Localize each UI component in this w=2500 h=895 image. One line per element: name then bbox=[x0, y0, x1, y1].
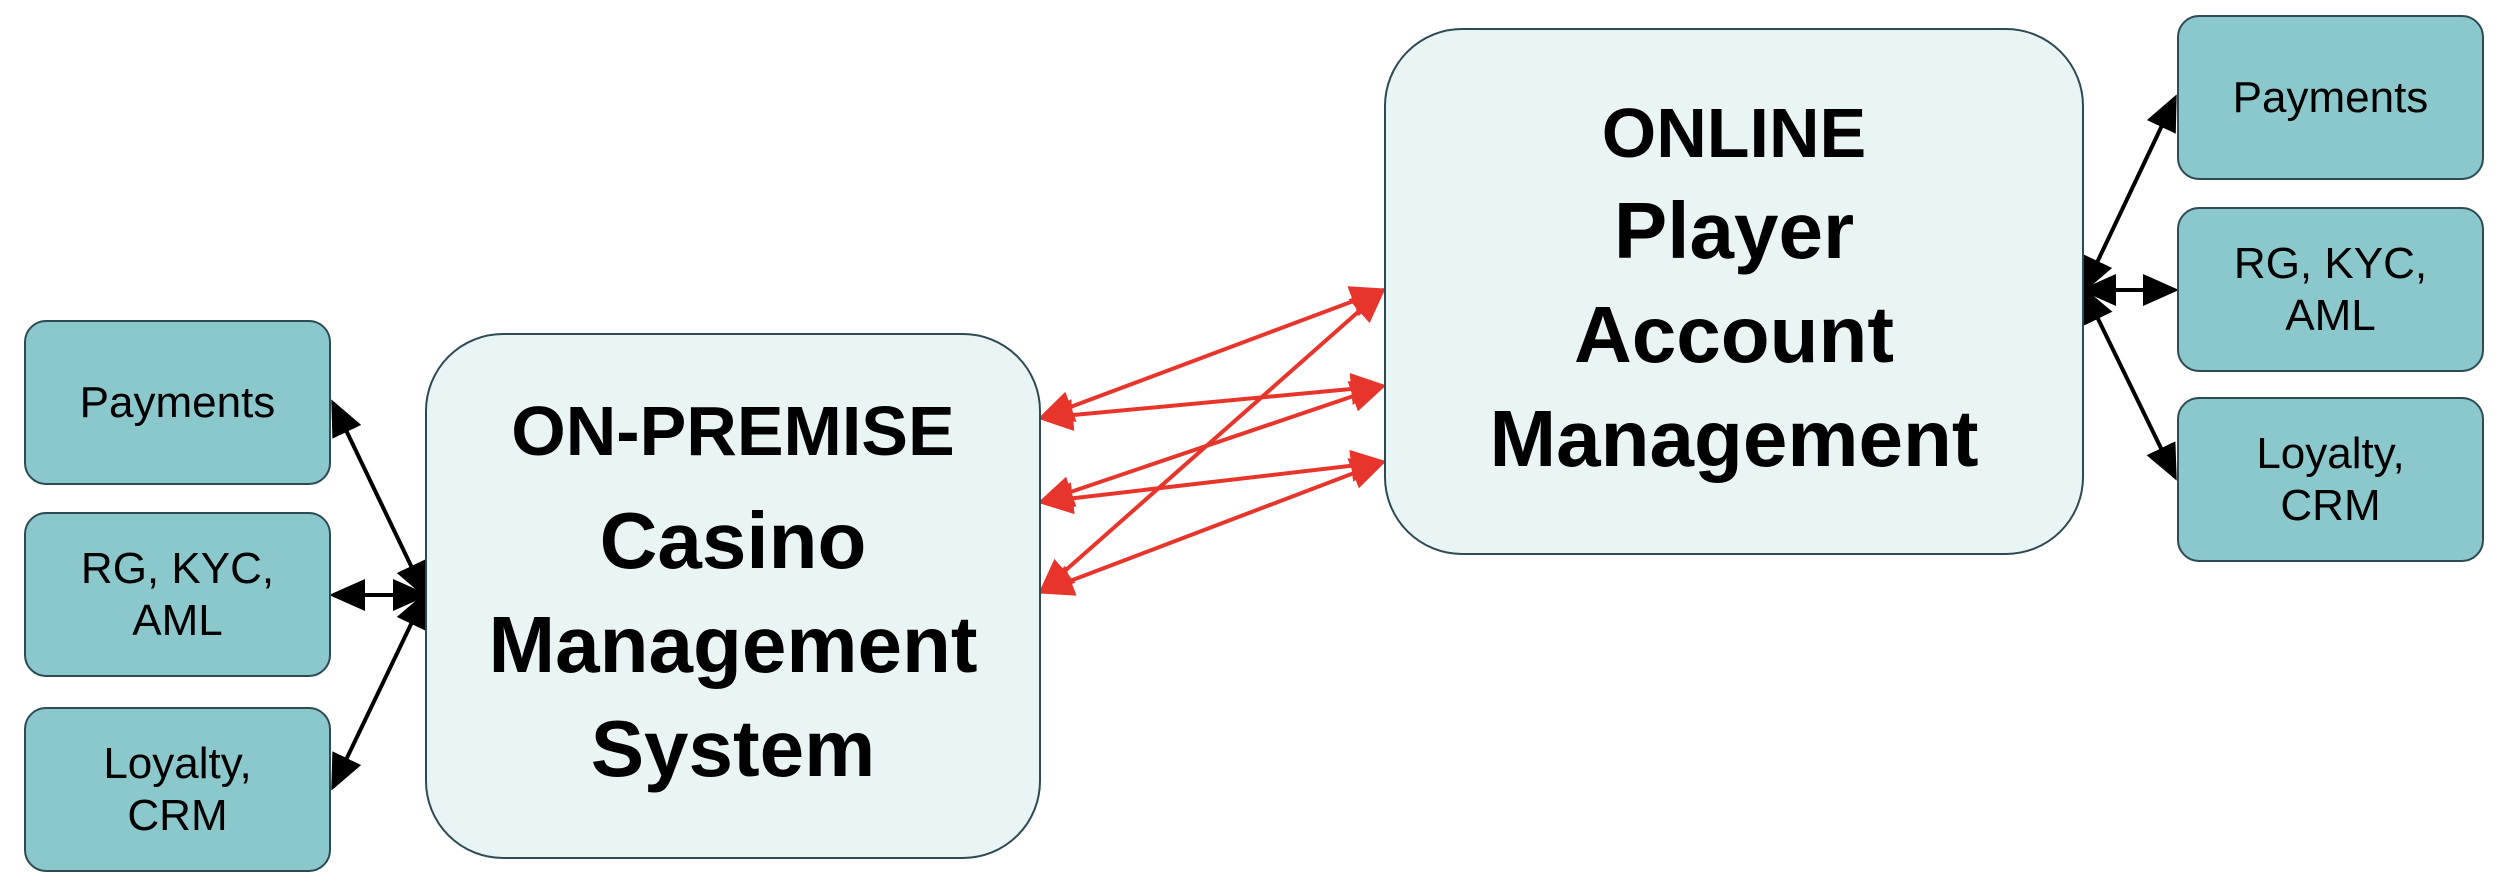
on-premise-loyalty-crm-label: Loyalty, CRM bbox=[103, 738, 252, 840]
online-rg-kyc-aml-label: RG, KYC, AML bbox=[2233, 238, 2428, 340]
integration-arrow-6 bbox=[1038, 287, 1386, 595]
integration-arrow-4 bbox=[1037, 449, 1387, 515]
integration-arrow-2 bbox=[1037, 373, 1387, 431]
player-account-management-title: Player Account Management bbox=[1489, 185, 1979, 483]
online-loyalty-crm-box: Loyalty, CRM bbox=[2177, 397, 2484, 562]
arrow-cms-payments bbox=[331, 399, 427, 599]
casino-management-system-title: Casino Management System bbox=[488, 496, 978, 793]
on-premise-payments-label: Payments bbox=[79, 377, 276, 427]
online-payments-label: Payments bbox=[2232, 72, 2429, 122]
on-premise-rg-kyc-aml-label: RG, KYC, AML bbox=[80, 543, 275, 645]
online-rg-kyc-aml-box: RG, KYC, AML bbox=[2177, 207, 2484, 372]
online-heading: ONLINE bbox=[1601, 93, 1867, 172]
on-premise-rg-kyc-aml-box: RG, KYC, AML bbox=[24, 512, 331, 677]
on-premise-payments-box: Payments bbox=[24, 320, 331, 485]
arrow-pam-payments bbox=[2082, 94, 2177, 294]
player-account-management-box: ONLINE Player Account Management bbox=[1384, 28, 2084, 555]
arrow-cms-loyalty-crm bbox=[331, 591, 427, 791]
casino-management-system-box: ON-PREMISE Casino Management System bbox=[425, 333, 1041, 859]
arrow-pam-loyalty-crm bbox=[2082, 286, 2177, 481]
on-premise-heading: ON-PREMISE bbox=[511, 392, 955, 470]
integration-arrow-1 bbox=[1037, 286, 1387, 422]
online-payments-box: Payments bbox=[2177, 15, 2484, 180]
on-premise-loyalty-crm-box: Loyalty, CRM bbox=[24, 707, 331, 872]
online-loyalty-crm-label: Loyalty, CRM bbox=[2256, 428, 2405, 530]
integration-arrow-5 bbox=[1037, 458, 1387, 596]
integration-arrow-3 bbox=[1037, 381, 1387, 507]
